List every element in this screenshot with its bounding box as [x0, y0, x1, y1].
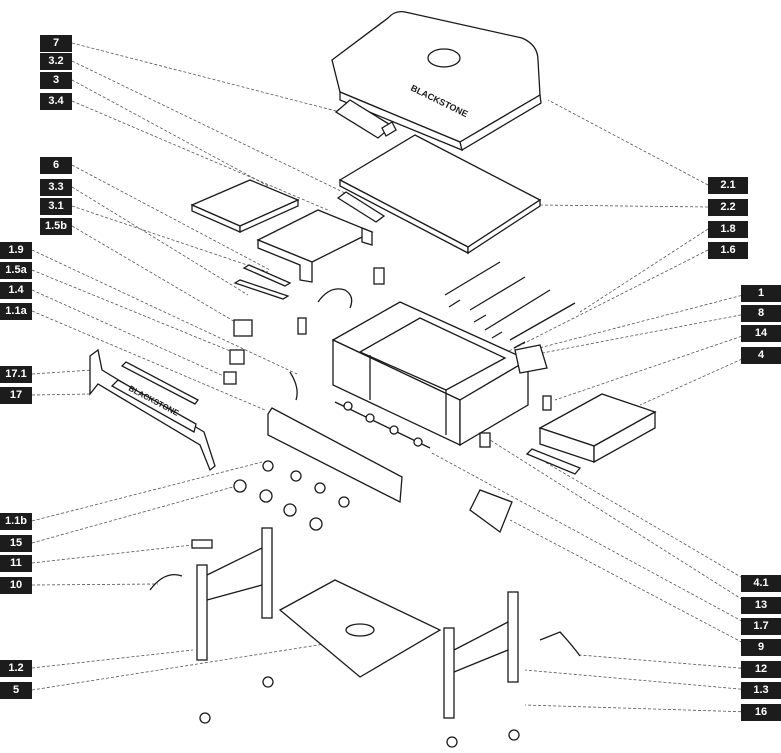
clip: [542, 395, 552, 411]
grease-cup: [514, 344, 548, 374]
part-label: 1.2: [0, 660, 32, 677]
hood-handle: [334, 99, 397, 139]
part-label: 16: [741, 704, 781, 721]
firebox-frame: [331, 301, 530, 447]
part-label: 17: [0, 387, 32, 404]
part-label: 1.6: [708, 242, 748, 259]
left-shelf-bracket: [256, 209, 374, 283]
part-label: 3: [40, 72, 72, 89]
griddle-hood: [331, 10, 542, 152]
part-label: 1.8: [708, 221, 748, 238]
control-panel: [267, 407, 403, 504]
part-label: 1.5b: [40, 218, 72, 235]
part-label: 12: [741, 661, 781, 678]
casters: [199, 676, 520, 748]
mounting-bracket: [233, 279, 290, 300]
left-leg-assembly: [196, 527, 273, 661]
part-label: 9: [741, 639, 781, 656]
igniter-box: [233, 319, 253, 337]
griddle-top: [338, 134, 542, 255]
part-label: 11: [0, 555, 32, 572]
part-label: 15: [0, 535, 32, 552]
part-label: 3.4: [40, 93, 72, 110]
bottom-shelf: [278, 579, 442, 678]
part-label: 14: [741, 325, 781, 342]
igniter-wire: [289, 371, 298, 401]
grease-tray: [469, 489, 513, 534]
part-label: 1.3: [741, 682, 781, 699]
side-trim: [120, 361, 199, 405]
right-side-shelf: [538, 393, 657, 464]
left-side-shelf: [190, 179, 300, 234]
battery-box: [191, 539, 213, 549]
left-side-panel: [89, 348, 216, 472]
igniter-hose: [149, 573, 183, 591]
hinge-bracket: [479, 432, 491, 448]
part-label: 6: [40, 157, 72, 174]
part-label: 1.4: [0, 282, 32, 299]
clip: [223, 371, 237, 385]
bracket-plate: [297, 317, 307, 335]
part-label: 4.1: [741, 575, 781, 592]
part-label: 1.1b: [0, 513, 32, 530]
bracket-plate: [373, 267, 385, 285]
part-label: 3.1: [40, 198, 72, 215]
shelf-rail: [525, 448, 582, 475]
part-label: 17.1: [0, 366, 32, 383]
part-label: 4: [741, 347, 781, 364]
gas-manifold: [334, 401, 431, 449]
leader-lines: [31, 42, 752, 713]
mounting-bracket: [242, 264, 292, 287]
part-label: 1.1a: [0, 303, 32, 320]
hinge-bracket: [229, 349, 245, 365]
right-leg-assembly: [443, 591, 519, 719]
part-label: 3.2: [40, 53, 72, 70]
part-label: 1.7: [741, 618, 781, 635]
part-label: 3.3: [40, 179, 72, 196]
part-label: 10: [0, 577, 32, 594]
burner-tubes: [444, 261, 576, 349]
part-label: 2.2: [708, 199, 748, 216]
part-label: 1: [741, 285, 781, 302]
part-label: 2.1: [708, 177, 748, 194]
part-label: 7: [40, 35, 72, 52]
towel-hook: [317, 288, 353, 309]
part-label: 5: [0, 682, 32, 699]
propane-regulator: [539, 631, 581, 657]
part-label: 13: [741, 597, 781, 614]
part-label: 1.9: [0, 242, 32, 259]
control-knobs: [233, 460, 350, 531]
part-label: 1.5a: [0, 262, 32, 279]
part-label: 8: [741, 305, 781, 322]
grease-rail: [336, 191, 386, 223]
